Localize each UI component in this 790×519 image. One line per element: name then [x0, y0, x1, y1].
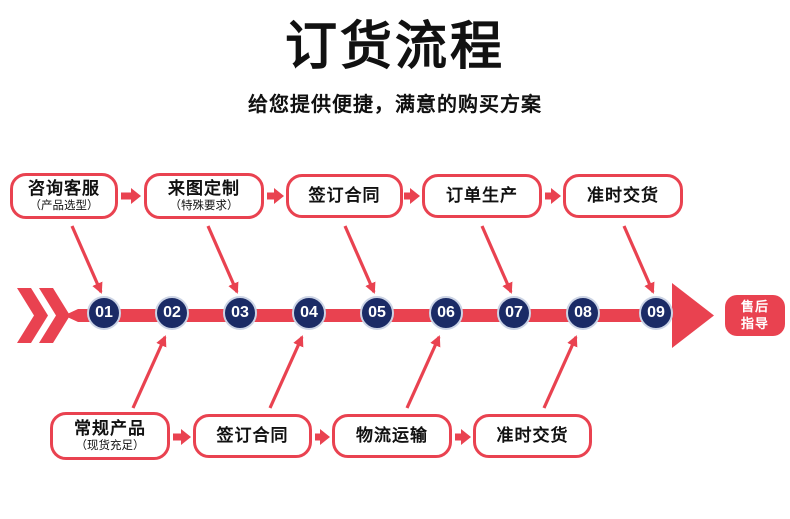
timeline-step-07: 07 — [497, 296, 531, 330]
step-box-title: 物流运输 — [356, 425, 428, 445]
connector-arrow — [343, 225, 376, 294]
step-box-title: 签订合同 — [308, 185, 381, 205]
connector-arrow — [622, 225, 655, 294]
step-box-production: 订单生产 — [422, 174, 542, 218]
flow-arrow-right-icon — [315, 429, 330, 445]
step-box-title: 准时交货 — [496, 425, 569, 445]
step-box-title: 订单生产 — [446, 185, 518, 205]
timeline-step-06: 06 — [429, 296, 463, 330]
connector-arrow — [405, 335, 441, 409]
connector-arrow — [206, 225, 239, 294]
connector-arrow — [542, 335, 578, 409]
step-box-custom-drawing: 来图定制 （特殊要求） — [144, 173, 264, 219]
start-chevron-icon — [17, 288, 48, 343]
flow-arrow-right-icon — [455, 429, 471, 445]
step-box-consult: 咨询客服 （产品选型） — [10, 173, 118, 219]
step-box-title: 常规产品 — [74, 418, 146, 438]
timeline-step-02: 02 — [155, 296, 189, 330]
step-box-regular-product: 常规产品 （现货充足） — [50, 412, 170, 460]
connector-arrow — [131, 335, 167, 409]
timeline-step-04: 04 — [292, 296, 326, 330]
connector-arrow — [70, 225, 103, 294]
step-box-on-time-delivery: 准时交货 — [563, 174, 683, 218]
step-box-on-time-delivery-2: 准时交货 — [473, 414, 592, 458]
step-box-title: 咨询客服 — [28, 178, 100, 198]
step-box-title: 准时交货 — [587, 185, 659, 205]
timeline-step-01: 01 — [87, 296, 121, 330]
timeline-step-08: 08 — [566, 296, 600, 330]
flow-arrow-right-icon — [121, 188, 141, 204]
step-box-title: 来图定制 — [168, 178, 240, 198]
step-box-subtitle: （产品选型） — [29, 200, 99, 212]
step-box-subtitle: （现货充足） — [75, 440, 145, 452]
timeline-arrowhead-icon — [672, 283, 714, 348]
connector-arrow — [268, 335, 304, 409]
step-box-logistics: 物流运输 — [332, 414, 452, 458]
step-box-sign-contract-2: 签订合同 — [193, 414, 312, 458]
after-sales-box: 售后 指导 — [725, 295, 785, 336]
page-title: 订货流程 — [284, 18, 505, 76]
page-subtitle: 给您提供便捷，满意的购买方案 — [248, 94, 542, 116]
step-box-subtitle: （特殊要求） — [169, 200, 239, 212]
step-box-sign-contract: 签订合同 — [286, 174, 403, 218]
timeline-step-03: 03 — [223, 296, 257, 330]
timeline-step-05: 05 — [360, 296, 394, 330]
flow-arrow-right-icon — [404, 188, 420, 204]
flow-arrow-right-icon — [173, 429, 191, 445]
flow-arrow-right-icon — [267, 188, 284, 204]
start-chevron-icon — [39, 288, 70, 343]
step-box-title: 签订合同 — [216, 425, 289, 445]
timeline-step-09: 09 — [639, 296, 673, 330]
flow-arrow-right-icon — [545, 188, 561, 204]
connector-arrow — [480, 225, 513, 294]
